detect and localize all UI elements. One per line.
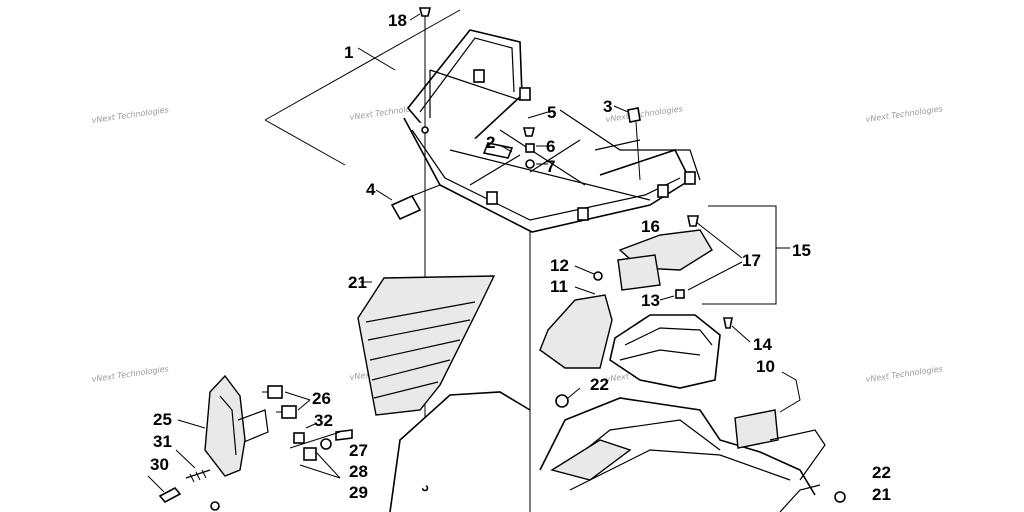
callout-30: 30 <box>150 455 169 474</box>
callout-17: 17 <box>742 251 761 270</box>
callout-32: 32 <box>314 411 333 430</box>
callout-12: 12 <box>550 256 569 275</box>
callout-10: 10 <box>756 357 775 376</box>
callout-15: 15 <box>792 241 811 260</box>
callout-1: 1 <box>344 43 353 62</box>
callout-13: 13 <box>641 291 660 310</box>
callout-18: 18 <box>388 11 407 30</box>
rear-rack <box>403 29 701 233</box>
callout-21: 21 <box>348 273 367 292</box>
callout-7: 7 <box>546 157 555 176</box>
callout-29: 29 <box>349 483 368 502</box>
callout-31: 31 <box>153 432 172 451</box>
callout-26: 26 <box>312 389 331 408</box>
watermark: vNext Technologies <box>91 105 169 125</box>
callout-21b: 21 <box>872 485 891 504</box>
callout-22b: 22 <box>872 463 891 482</box>
callout-4: 4 <box>366 180 376 199</box>
callout-28: 28 <box>349 462 368 481</box>
callout-11: 11 <box>550 277 568 296</box>
callout-3: 3 <box>603 97 612 116</box>
callout-5: 5 <box>547 103 556 122</box>
watermark-group: vNext Technologies vNext Technologies vN… <box>91 102 943 384</box>
watermark: vNext Technologies <box>865 364 943 384</box>
callout-27: 27 <box>349 441 368 460</box>
callout-6: 6 <box>546 137 555 156</box>
callout-22: 22 <box>590 375 609 394</box>
callout-25: 25 <box>153 410 172 429</box>
watermark: vNext Technologies <box>865 104 943 124</box>
watermark: vNext Technologies <box>91 364 169 384</box>
callout-14: 14 <box>753 335 772 354</box>
callout-16: 16 <box>641 217 660 236</box>
callout-2: 2 <box>486 133 495 152</box>
